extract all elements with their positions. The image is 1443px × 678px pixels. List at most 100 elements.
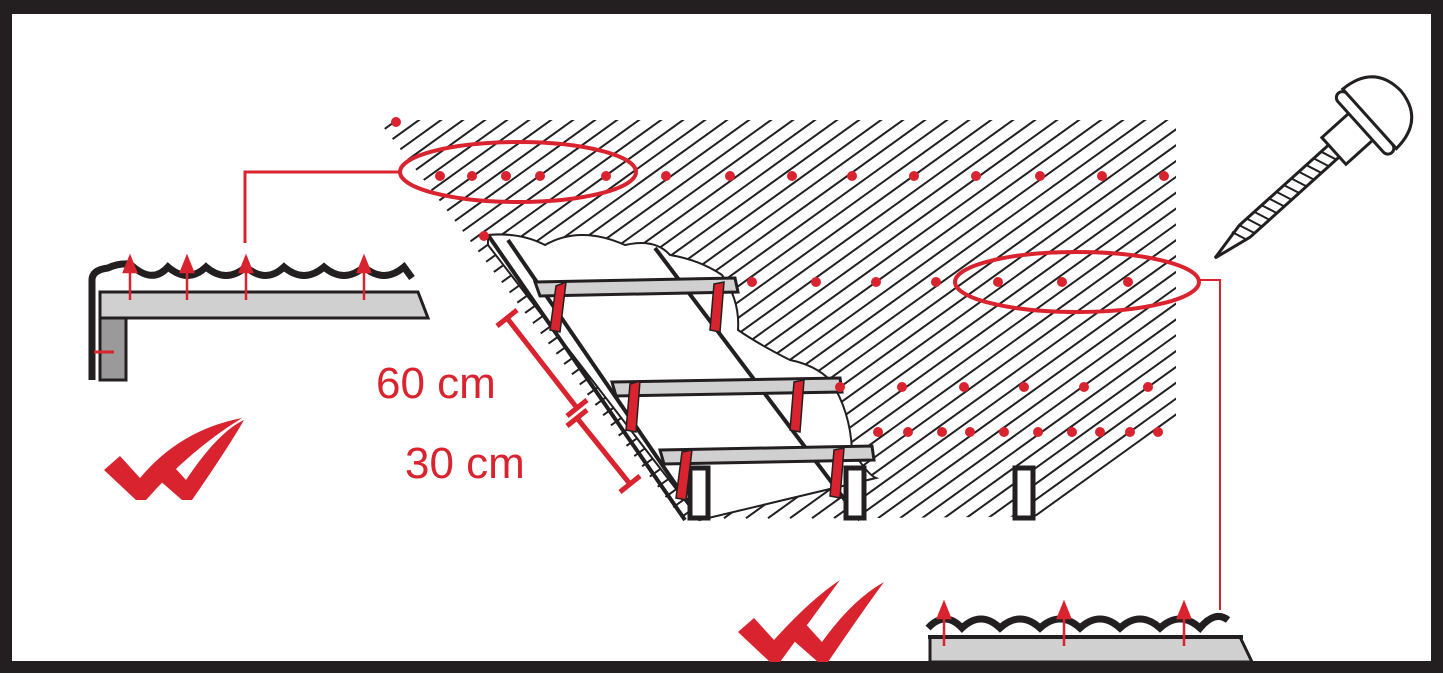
- fixing-dot: [1153, 427, 1163, 437]
- roof-corrugation-line: [1009, 120, 1176, 520]
- roof-corrugation-line: [1031, 120, 1176, 520]
- fixing-dot: [937, 427, 947, 437]
- roof-corrugation-line: [378, 120, 537, 520]
- screw-thread-line: [1320, 150, 1337, 161]
- fixing-points: [391, 117, 1169, 437]
- double-checkmark-icon: [104, 418, 244, 500]
- leader-line-right: [1199, 279, 1221, 610]
- fixing-dot: [909, 171, 919, 181]
- roof-corrugation-line: [877, 120, 1176, 520]
- roof-corrugation-line: [943, 120, 1176, 520]
- fixing-dot: [1067, 427, 1077, 437]
- fixing-dot: [959, 382, 969, 392]
- fixing-dot: [1095, 427, 1105, 437]
- fixing-dot: [903, 427, 913, 437]
- fixing-dot: [1125, 427, 1135, 437]
- fixing-dot: [467, 171, 477, 181]
- dimension-bracket-30: [565, 408, 642, 494]
- roof-corrugation-line: [811, 120, 1176, 520]
- roof-corrugation-line: [378, 120, 581, 520]
- screw-thread-line: [1261, 204, 1278, 214]
- roof-corrugation-line: [378, 120, 603, 520]
- middle-detail-section: [925, 599, 1255, 664]
- screw-thread-line: [1290, 177, 1308, 188]
- roof-corrugation-line: [833, 120, 1176, 520]
- batten-top: [532, 276, 740, 298]
- dimension-bracket-60: [495, 308, 589, 418]
- fixing-dot: [931, 277, 941, 287]
- roofing-screw-icon: [1213, 75, 1414, 260]
- fixing-dot: [479, 231, 489, 241]
- screw-thread-line: [1268, 197, 1285, 208]
- screw-thread-line: [1246, 217, 1263, 228]
- fixing-dot: [661, 171, 671, 181]
- fixing-dot: [391, 117, 401, 127]
- roof-corrugation-line: [987, 120, 1176, 520]
- fixing-straps: [549, 280, 845, 501]
- screw-thread-line: [1305, 164, 1322, 174]
- fixing-dot: [1143, 382, 1153, 392]
- fixing-dot: [1019, 382, 1029, 392]
- screw-thread-line: [1283, 184, 1300, 194]
- screw-thread-line: [1298, 170, 1315, 181]
- fixing-dot: [1097, 171, 1107, 181]
- edge-detail-section: [88, 253, 431, 382]
- fixing-dot: [601, 171, 611, 181]
- edge-fascia: [98, 316, 128, 382]
- roof-corrugation-line: [378, 120, 559, 520]
- screw-thread-line: [1231, 231, 1248, 241]
- battens: [532, 276, 876, 466]
- screw-thread-line: [1313, 157, 1330, 168]
- roof-corrugation-line: [378, 120, 625, 520]
- fixing-dot: [725, 171, 735, 181]
- fixing-dot: [535, 171, 545, 181]
- fixing-dot: [835, 382, 845, 392]
- fixing-dot: [1123, 277, 1133, 287]
- roof-corrugation-line: [921, 120, 1176, 520]
- dimension-label-60: 60 cm: [376, 359, 496, 408]
- fixing-dot: [965, 427, 975, 437]
- fixing-dot: [993, 277, 1003, 287]
- leader-line-left: [243, 170, 400, 243]
- edge-corrugated-sheet: [88, 260, 415, 380]
- fixing-dot: [847, 171, 857, 181]
- fixing-dot: [1035, 171, 1045, 181]
- roof-corrugation-line: [965, 120, 1176, 520]
- fixing-dot: [897, 382, 907, 392]
- fixing-dot: [435, 171, 445, 181]
- dimension-label-30: 30 cm: [405, 439, 525, 488]
- screw-thread-line: [1253, 211, 1270, 221]
- screw-thread-line: [1276, 190, 1293, 201]
- fixing-dot: [787, 171, 797, 181]
- fixing-dot: [873, 427, 883, 437]
- middle-board: [928, 635, 1255, 664]
- roof-corrugation-line: [855, 120, 1176, 520]
- fixing-dot: [811, 277, 821, 287]
- roof-corrugation-line: [547, 120, 1109, 520]
- fixing-dot: [999, 427, 1009, 437]
- roof-corrugation-line: [378, 120, 647, 520]
- batten-supports: [687, 465, 1036, 521]
- roof-corrugation-line: [899, 120, 1176, 520]
- fixing-dot: [1033, 427, 1043, 437]
- fixing-dot: [871, 277, 881, 287]
- detail-callout-ellipse-right: [953, 250, 1201, 314]
- middle-corrugated-sheet: [925, 612, 1231, 634]
- fixing-dot: [747, 277, 757, 287]
- fixing-dot: [1159, 171, 1169, 181]
- frame-top-bar: [0, 0, 1443, 14]
- fixing-dot: [1079, 382, 1089, 392]
- double-checkmark-icon: [738, 580, 884, 662]
- batten-bottom: [658, 444, 876, 466]
- screw-thread-line: [1238, 224, 1255, 235]
- edge-board: [98, 290, 431, 320]
- middle-fixing-arrows: [936, 599, 1192, 646]
- batten-middle: [610, 376, 844, 398]
- fixing-dot: [501, 171, 511, 181]
- fixing-dot: [971, 171, 981, 181]
- roof-corrugation-line: [789, 120, 1176, 520]
- fixing-dot: [1057, 277, 1067, 287]
- edge-fixing-arrows: [122, 253, 372, 300]
